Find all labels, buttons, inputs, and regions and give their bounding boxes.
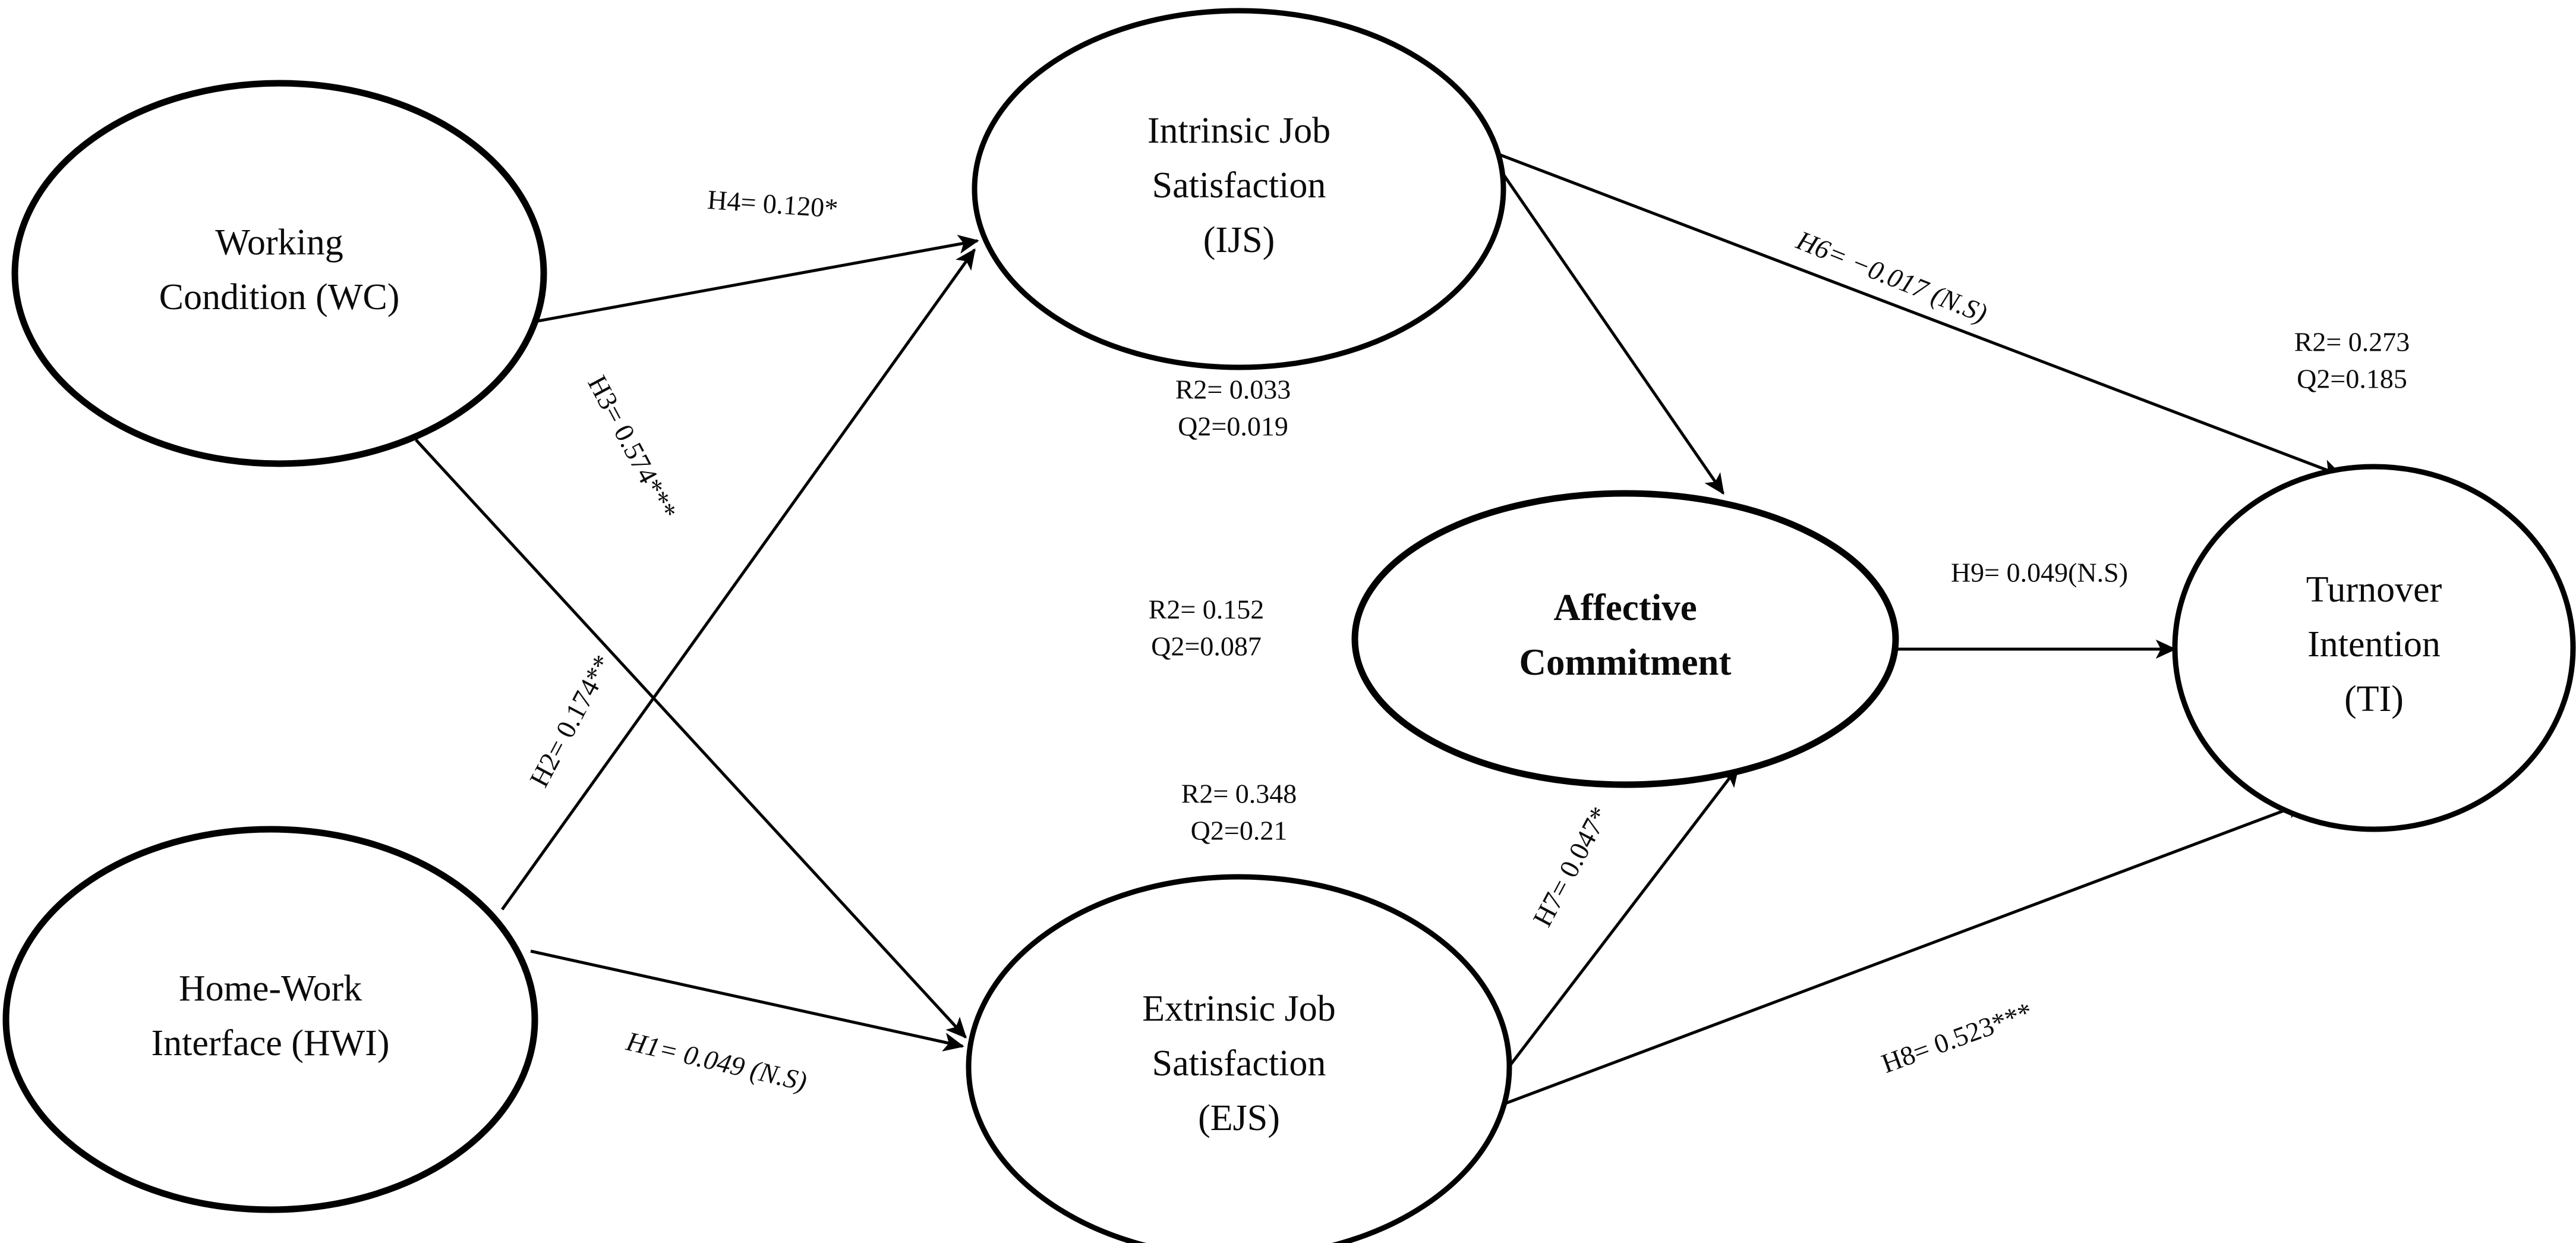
edge-h8-ejs-to-ti: [1467, 800, 2307, 1119]
path-label-h3: H3= 0.574***: [582, 370, 683, 524]
ijs_stats-q2: Q2=0.019: [1178, 411, 1288, 442]
path-label-h4: H4= 0.120*: [707, 184, 839, 224]
ejs_stats-q2: Q2=0.21: [1191, 816, 1288, 846]
path-label-h2: H2= 0.174**: [524, 650, 618, 792]
path-label-h7: H7= 0.047*: [1527, 802, 1615, 932]
ejs_stats-r2: R2= 0.348: [1181, 779, 1297, 809]
node-ejs-ellipse: [966, 874, 1512, 1243]
node-ti-ellipse: [2172, 464, 2576, 832]
ti_stats-r2: R2= 0.273: [2294, 327, 2410, 357]
edge-h3-wc-to-ejs: [415, 439, 967, 1039]
node-hwi-ellipse: [2, 826, 538, 1213]
edge-h4-wc-to-ijs: [521, 234, 979, 326]
edge-ijs-to-ac: [1484, 147, 1725, 495]
path-label-h1: H1= 0.049 (N.S): [623, 1025, 810, 1097]
mid_stats-r2: R2= 0.152: [1149, 594, 1265, 625]
edge-h2-hwi-to-ijs: [500, 248, 976, 911]
ijs_stats-r2: R2= 0.033: [1175, 375, 1291, 405]
mid_stats-q2: Q2=0.087: [1151, 631, 1262, 662]
ti_stats-q2: Q2=0.185: [2297, 364, 2407, 394]
edge-h1-hwi-to-ejs: [530, 949, 964, 1052]
edge-h6-ijs-to-ti: [1491, 150, 2343, 478]
node-ac-ellipse: [1351, 490, 1899, 788]
path-label-h8: H8= 0.523***: [1878, 996, 2037, 1079]
node-wc-ellipse: [11, 80, 547, 467]
path-label-h9: H9= 0.049(N.S): [1951, 558, 2128, 588]
node-ijs-ellipse: [972, 8, 1506, 370]
